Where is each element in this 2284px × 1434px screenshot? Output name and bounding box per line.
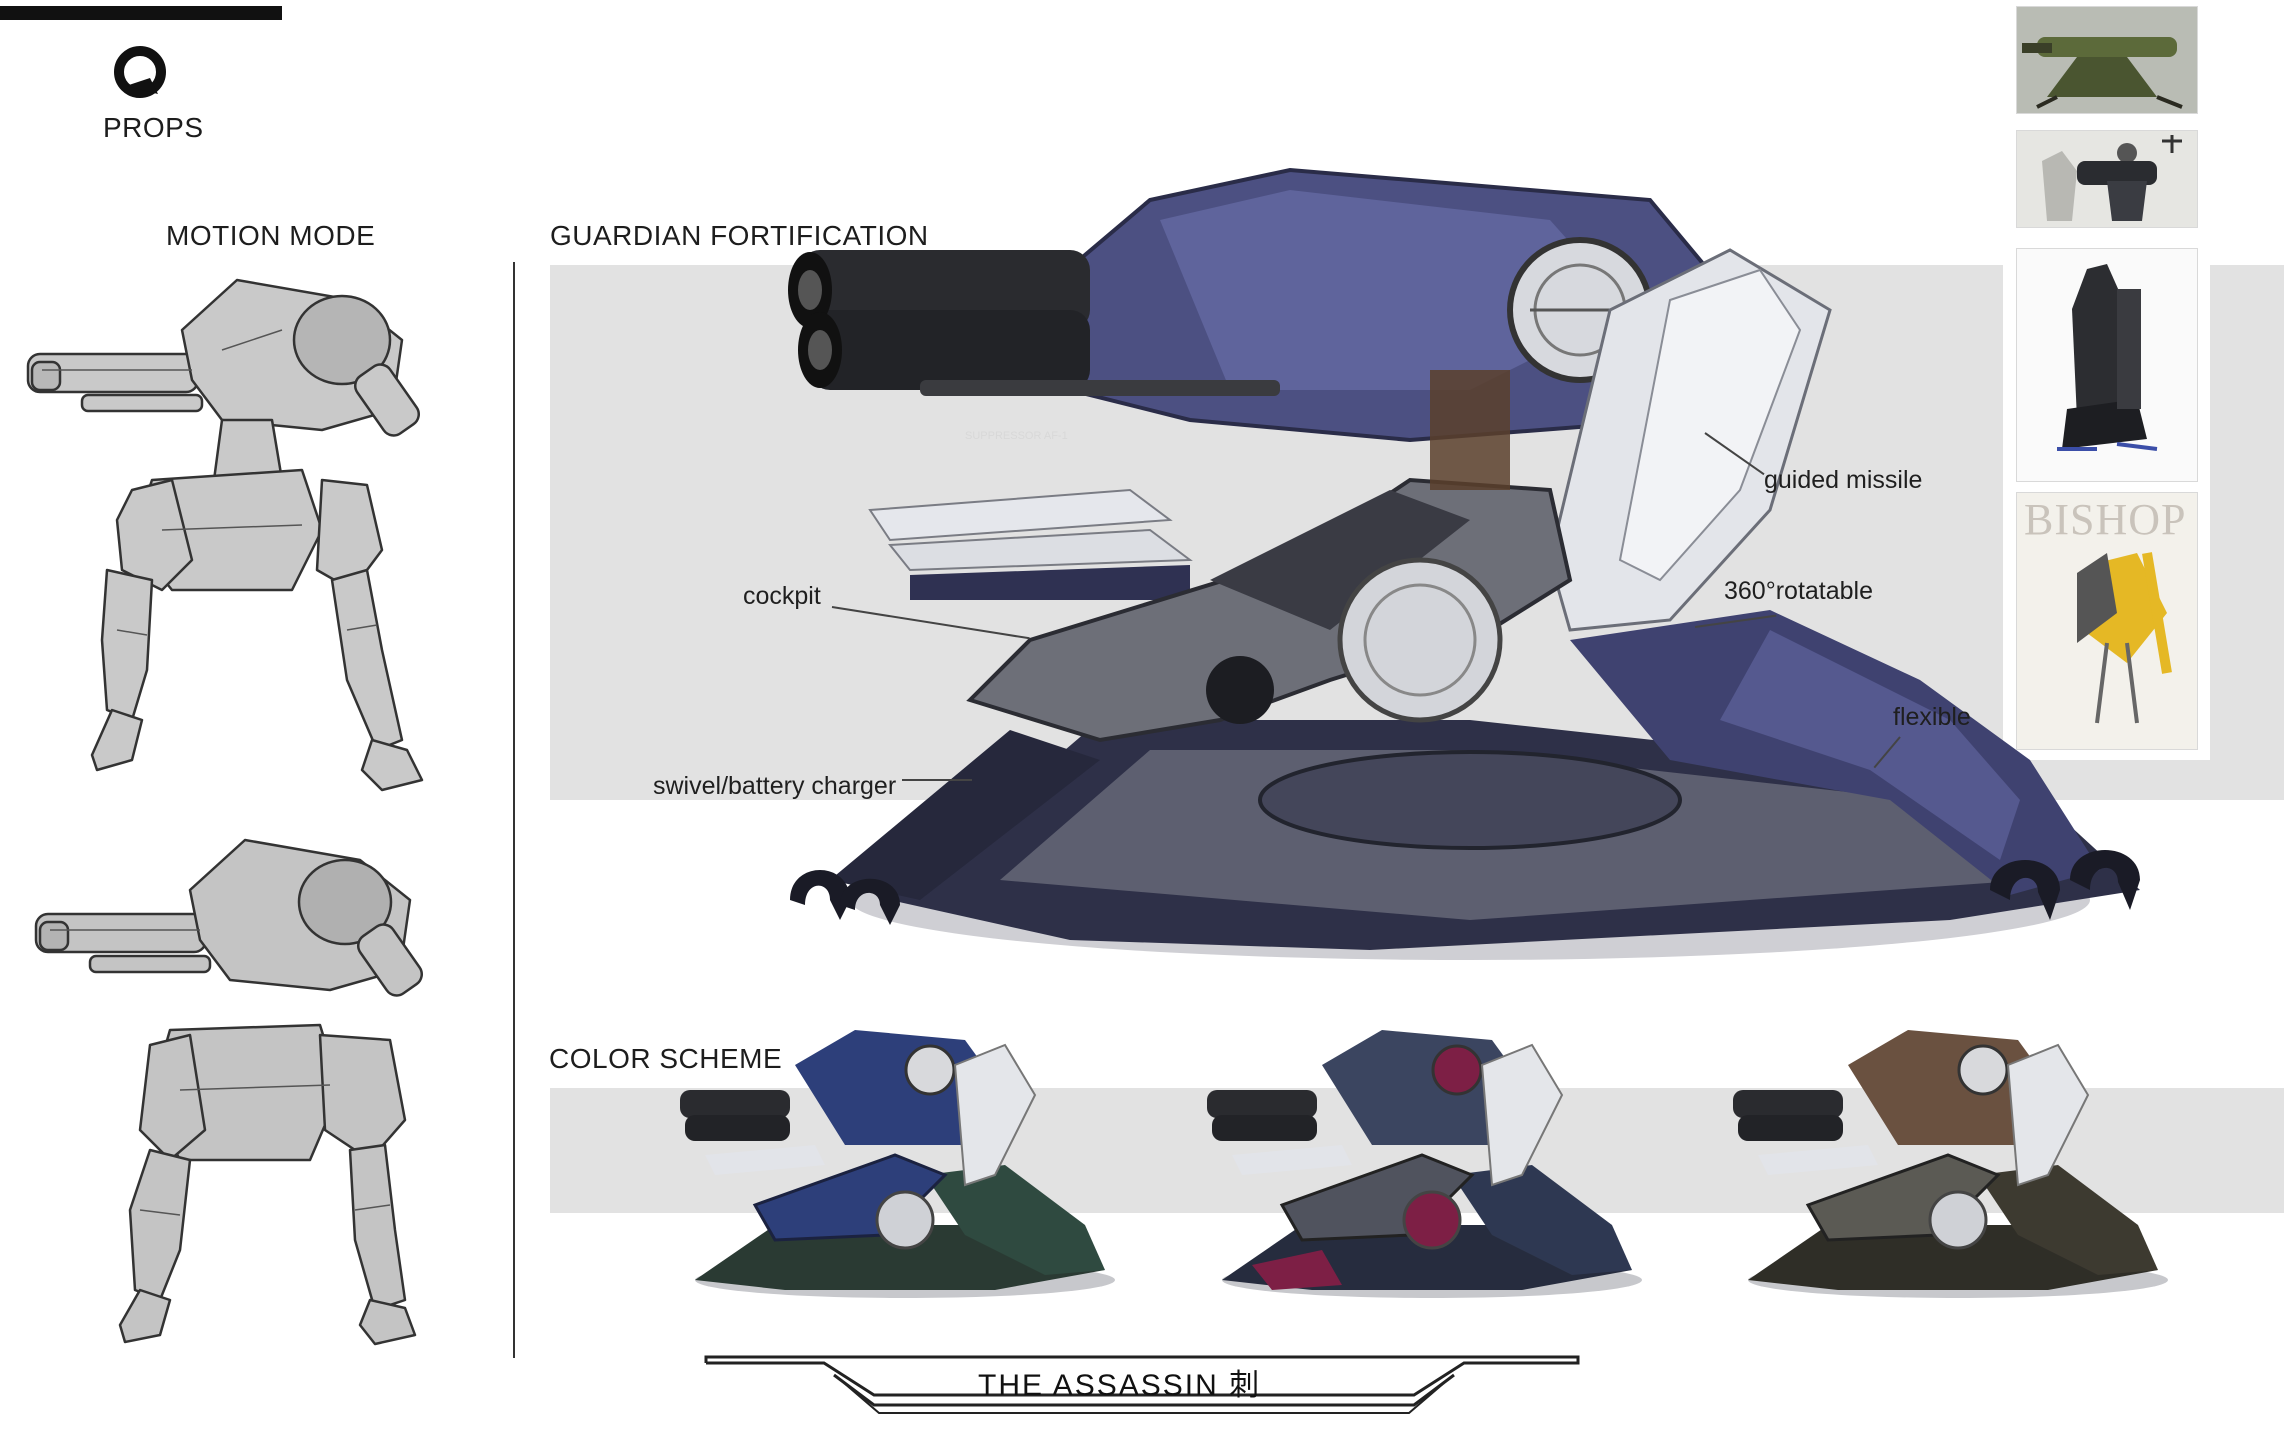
reference-thumb-soldier [2016, 130, 2198, 228]
motion-mode-sketch-1 [22, 270, 472, 800]
guardian-turret-illustration [770, 160, 2170, 980]
ring-logo-icon [110, 44, 172, 102]
reference-thumb-turret [2016, 6, 2198, 114]
top-bar [0, 6, 282, 20]
color-scheme-title: COLOR SCHEME [549, 1043, 783, 1074]
callout-360-rotatable: 360°rotatable [1724, 577, 1873, 605]
guardian-fortification-title: GUARDIAN FORTIFICATION [550, 220, 929, 251]
callout-cockpit: cockpit [743, 582, 821, 610]
section-divider [513, 262, 515, 1358]
poster-title: BISHOP [2024, 495, 2187, 544]
motion-mode-title: MOTION MODE [166, 220, 376, 251]
barrel-stencil-label: SUPPRESSOR AF-1 [965, 430, 1068, 442]
reference-thumb-bishop-poster [2016, 492, 2198, 750]
color-variant-1 [665, 1025, 1145, 1305]
color-variant-2 [1192, 1025, 1672, 1305]
callout-guided-missile: guided missile [1764, 466, 1923, 494]
callout-flexible: flexible [1893, 703, 1971, 731]
motion-mode-sketch-2 [30, 830, 470, 1350]
callout-swivel: swivel/battery charger [653, 772, 897, 800]
props-label: PROPS [103, 112, 204, 143]
color-variant-3 [1718, 1025, 2198, 1305]
reference-thumb-ejection-seat [2016, 248, 2198, 482]
footer-title: THE ASSASSIN 刺 [978, 1369, 1262, 1402]
footer-plate [704, 1355, 1580, 1415]
callout-swivel-leader [902, 779, 972, 781]
